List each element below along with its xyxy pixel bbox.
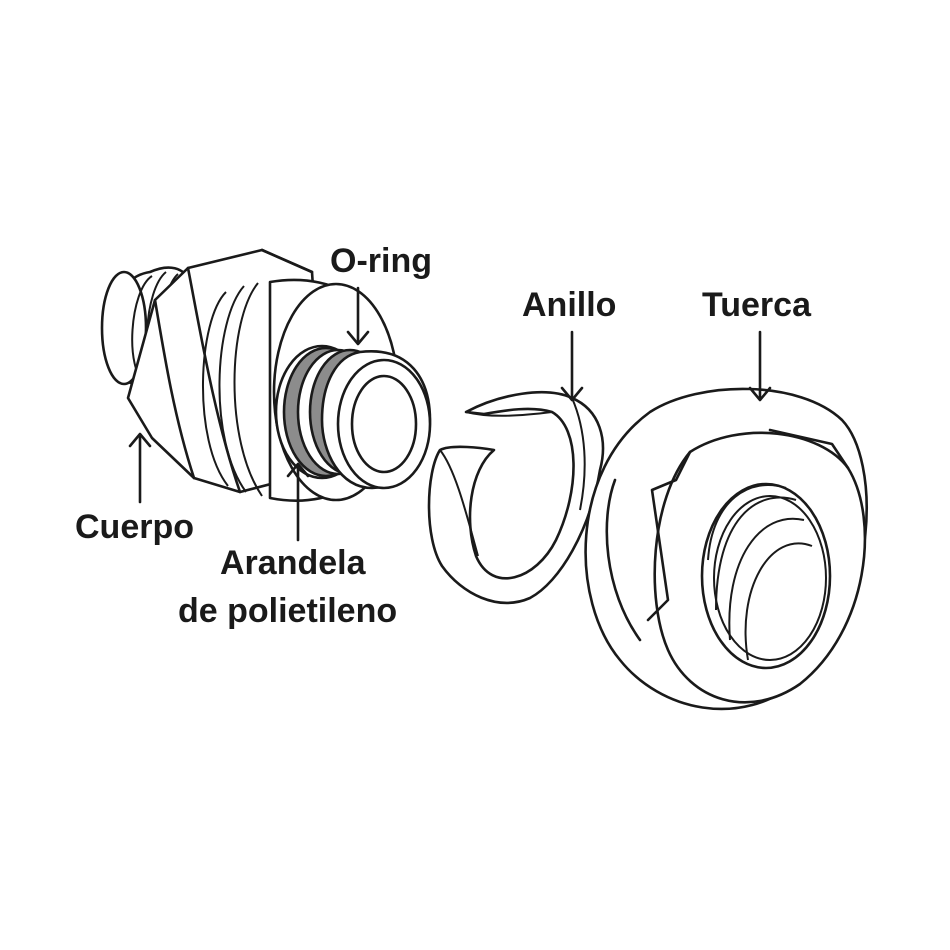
tuerca-part — [584, 387, 868, 711]
label-oring: O-ring — [330, 242, 432, 280]
label-arandela-line1: Arandela — [220, 544, 367, 582]
arrow-arandela — [286, 462, 310, 542]
label-cuerpo: Cuerpo — [75, 508, 194, 546]
arrow-cuerpo — [128, 432, 152, 504]
label-tuerca: Tuerca — [702, 286, 812, 324]
label-anillo: Anillo — [522, 286, 616, 324]
stem — [274, 344, 432, 490]
arrow-anillo — [560, 330, 584, 402]
anillo-part — [427, 391, 605, 605]
label-arandela-line2: de polietileno — [178, 592, 397, 630]
arrow-oring — [346, 286, 370, 346]
arrow-tuerca — [748, 330, 772, 402]
cuerpo-part — [100, 248, 432, 502]
